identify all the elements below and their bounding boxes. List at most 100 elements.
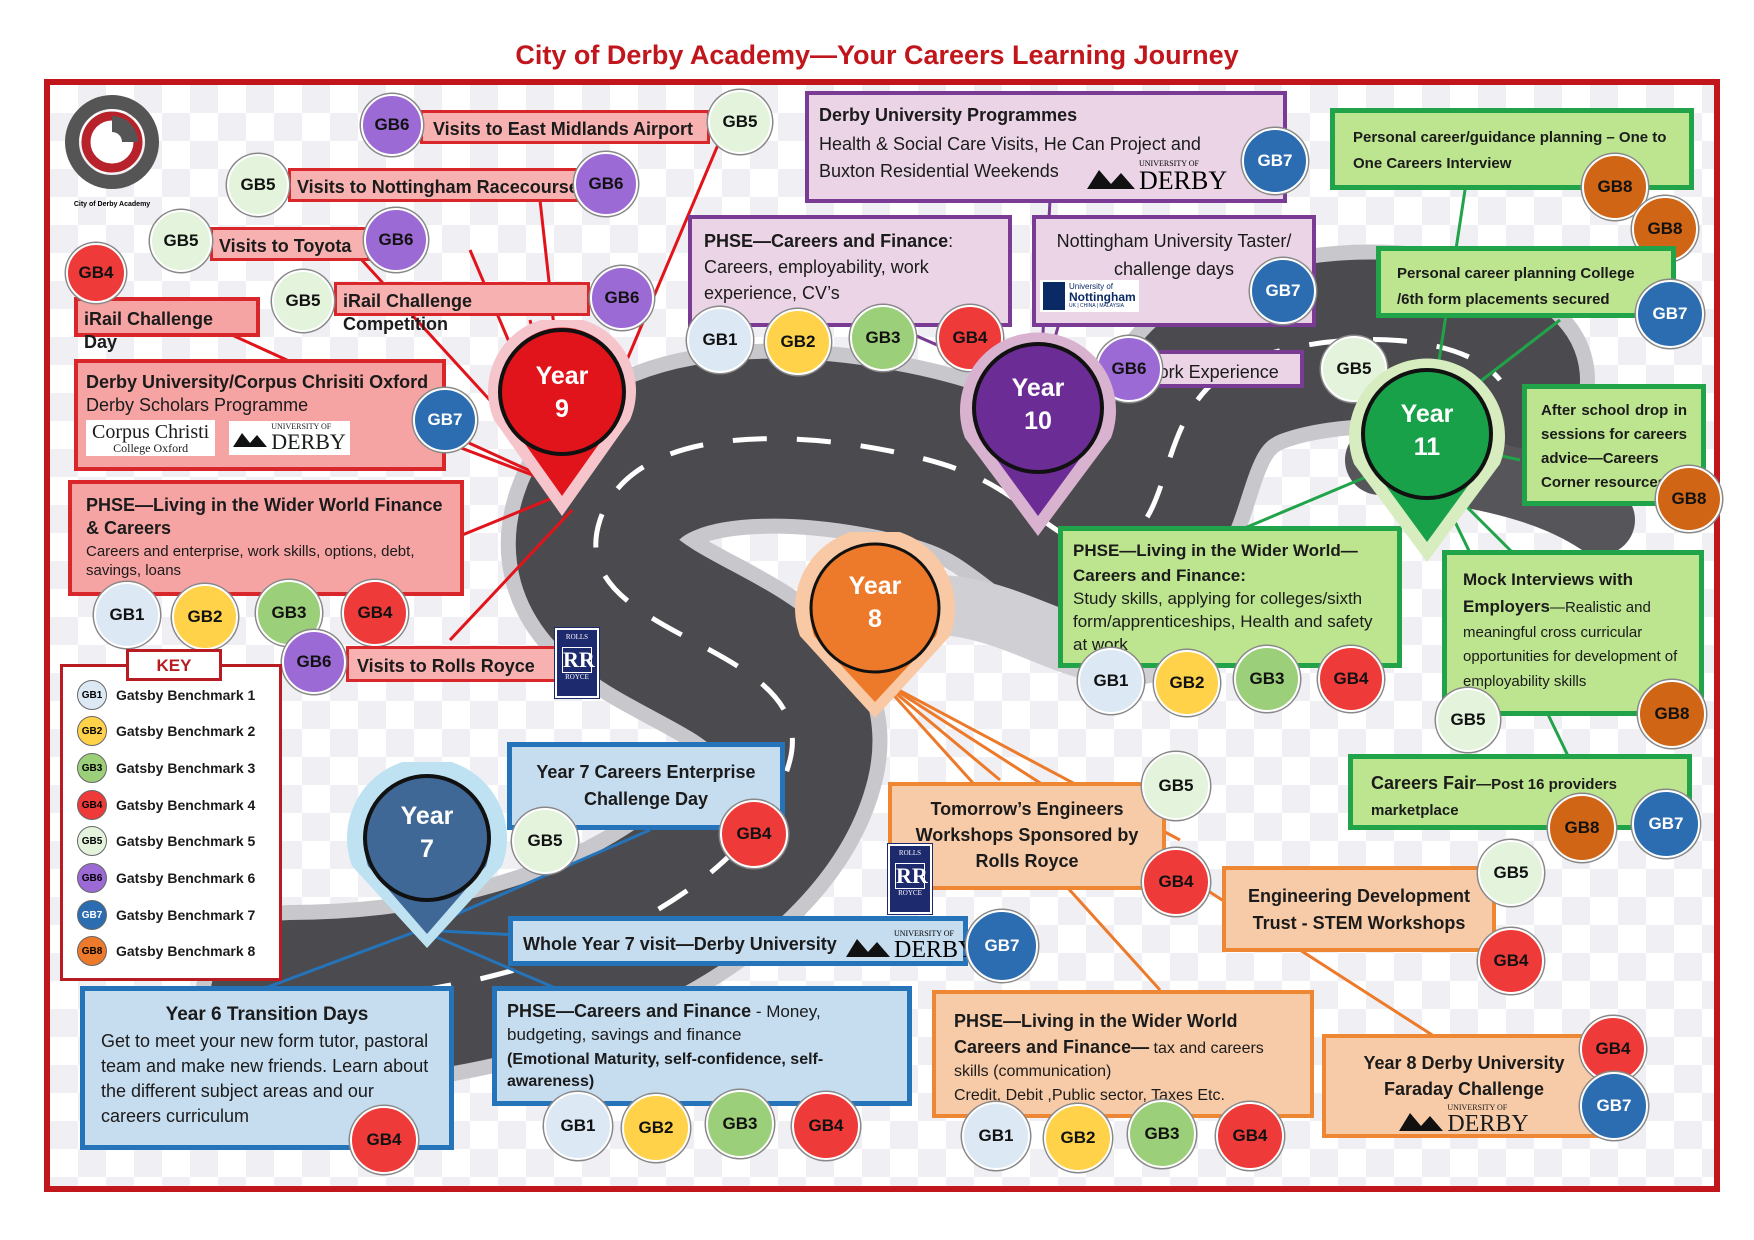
key-dot-gb6: GB6 — [77, 863, 107, 893]
derby-university-logo: UNIVERSITY OF DERBY — [229, 421, 350, 455]
gb1-badge: GB1 — [1078, 648, 1144, 714]
key-label: Gatsby Benchmark 8 — [116, 943, 256, 959]
derby-mountain-icon — [1087, 170, 1135, 189]
gb2-badge: GB2 — [1154, 650, 1220, 716]
derby-logo-top: UNIVERSITY OF — [271, 422, 332, 431]
gb2-badge: GB2 — [622, 1094, 690, 1162]
key-label: Gatsby Benchmark 2 — [116, 723, 256, 739]
year7-label: Year 7 — [377, 800, 477, 865]
year8-pin — [795, 532, 955, 718]
key-dot-gb4: GB4 — [77, 790, 107, 820]
key-item: GB2 Gatsby Benchmark 2 — [77, 716, 256, 746]
gb4-badge: GB4 — [1318, 646, 1384, 712]
careers-fair-subtitle: —Post 16 providers marketplace — [1371, 776, 1617, 819]
year11-label: Year 11 — [1377, 398, 1477, 463]
transition-title: Year 6 Transition Days — [165, 1004, 369, 1025]
gb5-badge: GB5 — [150, 210, 212, 272]
phse-y7-text: PHSE—Careers and Finance - Money, budget… — [507, 999, 897, 1047]
gb4-badge: GB4 — [342, 580, 408, 646]
gb6-badge: GB6 — [282, 630, 346, 694]
derby-logo-main: DERBY — [894, 937, 976, 963]
phse-finance-careers-box: PHSE—Living in the Wider World Finance &… — [68, 480, 464, 596]
key-item: GB7 Gatsby Benchmark 7 — [77, 900, 255, 930]
year9-label-number: 9 — [555, 394, 569, 423]
faraday-challenge-box: Year 8 Derby University Faraday Challeng… — [1322, 1034, 1606, 1138]
academy-logo-caption: City of Derby Academy — [73, 201, 151, 208]
derby-visit-label: Whole Year 7 visit—Derby University — [523, 934, 837, 954]
key-label: Gatsby Benchmark 1 — [116, 687, 256, 703]
key-item: GB1 Gatsby Benchmark 1 — [77, 680, 256, 710]
gb6-badge: GB6 — [361, 94, 423, 156]
year7-pin — [347, 762, 507, 948]
phse-y8-subtitle: tax and careers skills (communication) — [954, 1040, 1264, 1081]
academy-logo: City of Derby Academy — [58, 92, 166, 212]
notts-logo-line3: UK | CHINA | MALAYSIA — [1069, 302, 1125, 309]
derby-scholars-subtitle: Derby Scholars Programme — [86, 394, 309, 415]
gb1-badge: GB1 — [94, 582, 160, 648]
gb5-badge: GB5 — [1436, 688, 1500, 752]
derby-programmes-title: Derby University Programmes — [819, 105, 1078, 125]
phse-y11-title: PHSE—Living in the Wider World— Careers … — [1073, 541, 1358, 585]
gb7-badge: GB7 — [1632, 790, 1700, 858]
gb1-badge: GB1 — [544, 1092, 612, 1160]
east-midlands-airport-box: Visits to East Midlands Airport — [420, 110, 710, 144]
key-label: Gatsby Benchmark 5 — [116, 833, 256, 849]
gb2-badge: GB2 — [765, 309, 831, 375]
gb7-badge: GB7 — [413, 388, 477, 452]
college-placements-box: Personal career planning College /6th fo… — [1376, 246, 1676, 318]
nottingham-university-logo: University of Nottingham UK | CHINA | MA… — [1040, 280, 1139, 312]
key-dot-gb5: GB5 — [77, 826, 107, 856]
year11-label-word: Year — [1400, 400, 1454, 428]
key-label: Gatsby Benchmark 3 — [116, 760, 256, 776]
rolls-royce-visits-box: Visits to Rolls Royce — [346, 646, 566, 682]
key-dot-gb8: GB8 — [77, 936, 107, 966]
derby-mountain-icon — [233, 433, 268, 447]
derby-logo-main: DERBY — [1139, 166, 1228, 195]
phse-y10-subtitle: : Careers, employability, work experienc… — [704, 231, 954, 304]
phse-y9-title: PHSE—Living in the Wider World Finance &… — [86, 495, 443, 538]
gb7-badge: GB7 — [1636, 280, 1704, 348]
phse-y8-text: PHSE—Living in the Wider World Careers a… — [954, 1008, 1292, 1084]
phse-y8-subtitle-2: Credit, Debit ,Public sector, Taxes Etc. — [954, 1086, 1225, 1104]
rr-logo-bottom: ROYCE — [898, 889, 922, 897]
year10-pin — [960, 332, 1116, 536]
toyota-box: Visits to Toyota — [210, 227, 370, 261]
derby-logo-main: DERBY — [271, 429, 346, 454]
gb8-badge: GB8 — [1548, 794, 1616, 862]
key-dot-gb3: GB3 — [77, 753, 107, 783]
rolls-royce-logo: ROLLS RR ROYCE — [888, 844, 932, 914]
faraday-challenge-title: Year 8 Derby University Faraday Challeng… — [1363, 1053, 1565, 1100]
mock-interviews-subtitle: —Realistic and meaningful cross curricul… — [1463, 598, 1678, 691]
notts-logo-line1: University of — [1069, 281, 1114, 291]
rr-logo-mono: RR — [562, 647, 595, 673]
derby-university-logo: UNIVERSITY OF DERBY — [846, 930, 975, 962]
nottingham-crest-icon — [1043, 282, 1065, 310]
gb5-badge: GB5 — [708, 90, 772, 154]
gb1-badge: GB1 — [687, 307, 753, 373]
year9-label-word: Year — [535, 362, 589, 390]
phse-y7-box: PHSE—Careers and Finance - Money, budget… — [492, 986, 912, 1106]
gb8-badge: GB8 — [1638, 680, 1706, 748]
phse-y9-subtitle: Careers and enterprise, work skills, opt… — [86, 543, 415, 579]
gb4-badge: GB4 — [350, 1106, 418, 1174]
academy-logo-icon — [65, 95, 159, 189]
derby-university-programmes-box: Derby University Programmes Health & Soc… — [805, 91, 1287, 203]
corpus-logo-line1: Corpus Christi — [92, 421, 210, 443]
phse-y11-box: PHSE—Living in the Wider World— Careers … — [1058, 526, 1402, 668]
phse-y10-title: PHSE—Careers and Finance — [704, 231, 949, 251]
key-item: GB4 Gatsby Benchmark 4 — [77, 790, 255, 820]
gb7-badge: GB7 — [1580, 1072, 1648, 1140]
scholars-logos: Corpus Christi College Oxford UNIVERSITY… — [86, 420, 434, 456]
gb3-badge: GB3 — [1128, 1100, 1196, 1168]
gb4-badge: GB4 — [1478, 928, 1544, 994]
derby-logo-top: UNIVERSITY OF — [1139, 159, 1199, 168]
derby-programmes-subtitle: Health & Social Care Visits, He Can Proj… — [819, 133, 1201, 181]
nottingham-taster-text: Nottingham University Taster/ challenge … — [1056, 231, 1292, 279]
page-title: City of Derby Academy—Your Careers Learn… — [515, 40, 1239, 70]
derby-university-logo: UNIVERSITY OF DERBY — [1087, 160, 1227, 194]
gb5-badge: GB5 — [227, 154, 289, 216]
year10-label-word: Year — [1011, 374, 1065, 402]
key-item: GB6 Gatsby Benchmark 6 — [77, 863, 255, 893]
notts-logo-line2: Nottingham — [1069, 290, 1136, 305]
phse-y7-subtitle: - Money, budgeting, savings and finance — [507, 1002, 821, 1044]
